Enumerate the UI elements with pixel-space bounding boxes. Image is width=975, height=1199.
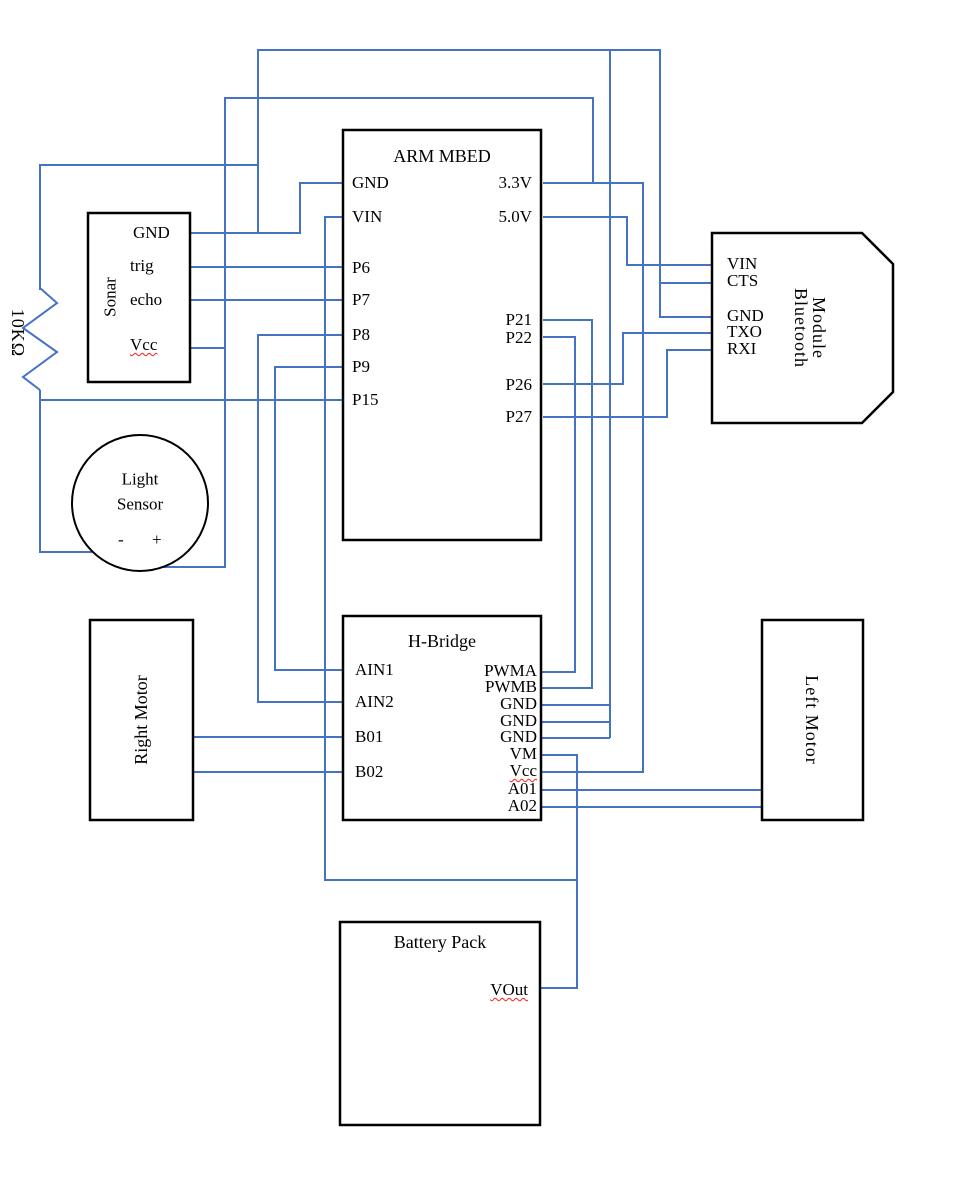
sonar-pin-echo: echo [130,290,163,309]
bluetooth-pin-gnd: GND [727,306,764,325]
hbridge-pin-pwmb: PWMB [485,677,537,696]
arm-pin-5v: 5.0V [498,207,532,226]
left-motor-box [760,618,865,822]
wire-p22-pwma [541,336,576,673]
sonar-pin-gnd: GND [133,223,170,242]
sonar-pin-vcc: Vcc [130,335,158,354]
sonar-box [86,211,192,384]
hbridge-pin-a01: A01 [507,779,537,798]
hbridge-pin-b02: B02 [355,762,384,781]
arm-pin-p8: P8 [352,325,370,344]
arm-pin-3v3: 3.3V [498,173,532,192]
wire-arm-vin-to-battery [324,216,577,881]
bluetooth-pin-cts: CTS [727,271,759,290]
bluetooth-box [710,231,895,425]
light-sensor-label: Light Sensor [116,469,164,513]
battery-pin-vout: VOut [490,980,528,999]
resistor-label: 10KΩ [8,308,28,358]
hbridge-box [341,614,543,822]
light-sensor-circle [71,434,209,572]
hbridge-pin-vcc: Vcc [509,761,537,780]
arm-pin-p15: P15 [352,390,379,409]
hbridge-pin-ain1: AIN1 [355,660,394,679]
resistor-zigzag [21,287,59,391]
wire-p9-ain1 [274,366,343,671]
arm-pin-p6: P6 [352,258,370,277]
bluetooth-pin-vin: VIN [727,254,758,273]
wire-gnd-loop [257,49,712,318]
sonar-pin-trig: trig [130,256,154,275]
hbridge-pin-ain2: AIN2 [355,692,394,711]
arm-pin-p7: P7 [352,290,370,309]
arm-mbed-box [341,128,543,542]
wire-resistor-bottom-to-light-minus [39,390,96,553]
wire-p21-pwmb [541,319,593,689]
hbridge-title: H-Bridge [408,631,476,651]
wire-5v-to-bluetooth-vin [543,216,712,266]
bluetooth-pin-rxi: RXI [727,339,757,358]
hbridge-pin-gnd2: GND [500,711,537,730]
bluetooth-pin-txo: TXO [727,322,762,341]
wire-p26-txo [543,332,712,385]
sonar-label: Sonar [100,277,120,317]
hbridge-pin-vm: VM [509,744,537,763]
arm-pin-vin: VIN [352,207,383,226]
hbridge-pin-b01: B01 [355,727,384,746]
right-motor-label: Right Motor [131,675,151,765]
hbridge-pin-gnd3: GND [500,727,537,746]
battery-title: Battery Pack [393,932,487,952]
battery-box [338,920,542,1127]
hbridge-pin-pwma: PWMA [484,661,537,680]
wire-vm-to-battery-vout [540,754,578,989]
wire-p27-rxi [543,349,712,418]
wire-3v3-loop-to-light-plus [152,97,594,568]
wire-resistor-top-to-gnd [39,164,258,290]
wire-sonar-gnd-to-arm-gnd [190,182,343,234]
hbridge-pin-gnd1: GND [500,694,537,713]
hbridge-pin-a02: A02 [507,796,537,815]
light-sensor-plus: + [152,530,162,549]
bluetooth-label: Bluetooth Module [791,288,829,368]
arm-pin-gnd: GND [352,173,389,192]
arm-pin-p27: P27 [505,407,532,426]
arm-pin-p21: P21 [505,310,532,329]
arm-pin-p26: P26 [505,375,532,394]
right-motor-box [88,618,195,822]
left-motor-label: Left Motor [802,675,822,765]
arm-title: ARM MBED [393,146,491,166]
light-sensor-minus: - [118,530,124,549]
wire-p8-ain2 [257,334,343,703]
arm-pin-p22: P22 [505,328,532,347]
arm-pin-p9: P9 [352,357,370,376]
